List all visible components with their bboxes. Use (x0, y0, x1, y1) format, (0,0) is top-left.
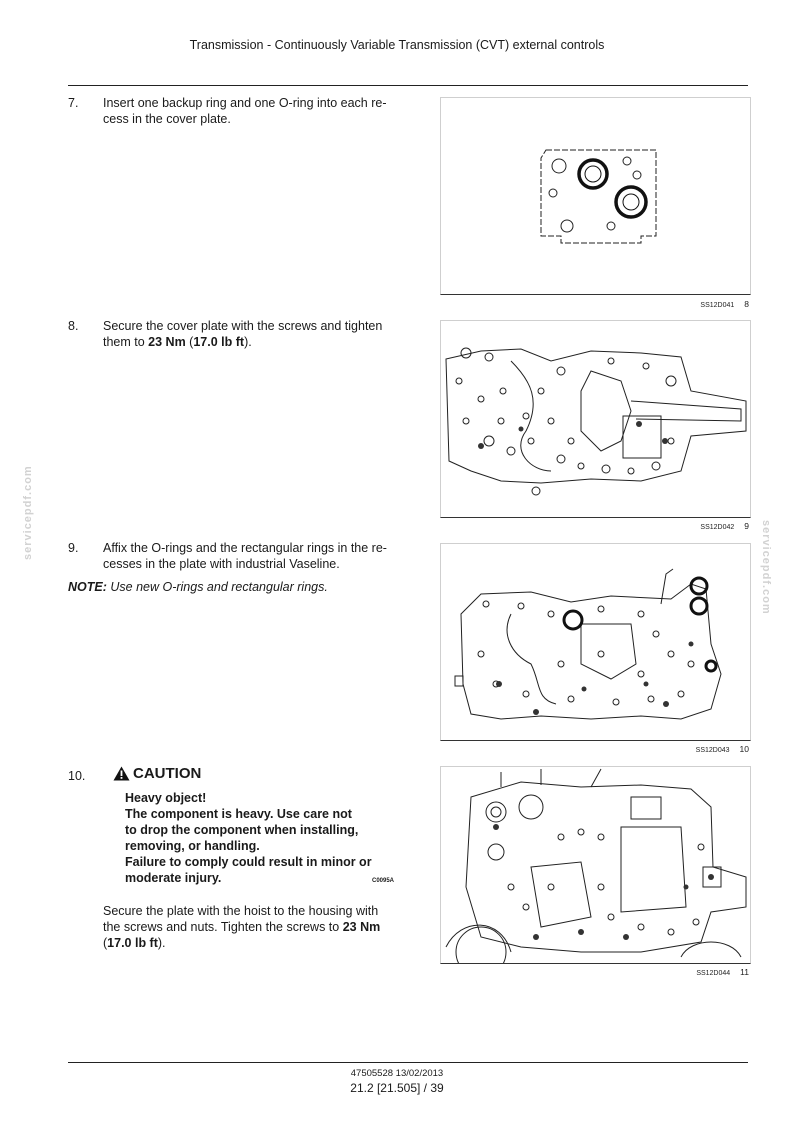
step-text: them to (103, 335, 149, 349)
note-label: NOTE: (68, 580, 107, 594)
step-number: 9. (68, 541, 79, 555)
step-7: 7. Insert one backup ring and one O-ring… (68, 95, 413, 127)
plate-o-rings-illustration (454, 568, 722, 720)
watermark-right: servicepdf.com (760, 520, 772, 615)
caution-line: Failure to comply could result in minor … (125, 855, 372, 869)
figure-code: SS12D044 (696, 970, 731, 977)
figure-11 (440, 766, 751, 964)
footer-page-number: 21.2 [21.505] / 39 (350, 1081, 444, 1095)
step-text-line: Secure the plate with the hoist to the h… (103, 904, 379, 918)
step-text: ( (103, 936, 108, 950)
step-text: ). (157, 936, 166, 950)
cover-plate-illustration (540, 149, 657, 244)
caution-title: CAUTION (133, 765, 202, 782)
step-text-line: Insert one backup ring and one O-ring in… (103, 96, 387, 110)
plate-hoist-illustration (445, 768, 747, 963)
figure-number: 8 (744, 299, 749, 309)
footer-doc-info: 47505528 13/02/2013 (350, 1068, 444, 1079)
step-10-text: Secure the plate with the hoist to the h… (68, 903, 413, 951)
step-number: 7. (68, 96, 79, 110)
step-text-line: Affix the O-rings and the rectangular ri… (103, 541, 387, 555)
step-8: 8. Secure the cover plate with the screw… (68, 318, 413, 350)
torque-value-lbft: 17.0 lb ft (193, 335, 245, 349)
caution-line: Heavy object! (125, 791, 207, 805)
step-text-line: Secure the cover plate with the screws a… (103, 319, 383, 333)
step-number: 8. (68, 319, 79, 333)
torque-value-lbft: 17.0 lb ft (107, 936, 158, 950)
caution-line: moderate injury. (125, 871, 222, 885)
figure-code: SS12D042 (700, 524, 735, 531)
caution-code: C0095A (372, 878, 395, 884)
cover-plate-torque-illustration (445, 347, 747, 496)
torque-value-nm: 23 Nm (342, 920, 381, 934)
figure-caption: SS12D043 10 (440, 744, 749, 754)
caution-line: The component is heavy. Use care not (125, 807, 352, 821)
note-text: Use new O-rings and rectangular rings. (106, 580, 328, 594)
figure-number: 10 (739, 744, 749, 754)
watermark-left: servicepdf.com (22, 465, 34, 560)
step-9: 9. Affix the O-rings and the rectangular… (68, 540, 413, 572)
step-number: 10. (68, 769, 86, 783)
torque-value-nm: 23 Nm (148, 335, 186, 349)
page-header: Transmission - Continuously Variable Tra… (189, 38, 605, 52)
step-text: ( (185, 335, 194, 349)
figure-code: SS12D043 (695, 747, 730, 754)
caution-heading: CAUTION (113, 765, 201, 782)
step-text-line: cesses in the plate with industrial Vase… (103, 557, 340, 571)
figure-10 (440, 543, 751, 741)
figure-number: 9 (744, 521, 749, 531)
figure-code: SS12D041 (700, 302, 735, 309)
caution-line: removing, or handling. (125, 839, 260, 853)
step-text: ). (244, 335, 252, 349)
step-text: the screws and nuts. Tighten the screws … (103, 920, 343, 934)
figure-caption: SS12D041 8 (440, 299, 749, 309)
figure-caption: SS12D044 11 (440, 967, 749, 977)
footer-rule (68, 1062, 748, 1063)
caution-line: to drop the component when installing, (125, 823, 359, 837)
figure-9 (440, 320, 751, 518)
note: NOTE: Use new O-rings and rectangular ri… (68, 579, 413, 595)
step-text-line: cess in the cover plate. (103, 112, 231, 126)
caution-body: Heavy object! The component is heavy. Us… (125, 790, 390, 886)
figure-number: 11 (740, 967, 749, 977)
warning-triangle-icon (113, 766, 130, 781)
header-rule (68, 85, 748, 86)
figure-caption: SS12D042 9 (440, 521, 749, 531)
figure-8 (440, 97, 751, 295)
